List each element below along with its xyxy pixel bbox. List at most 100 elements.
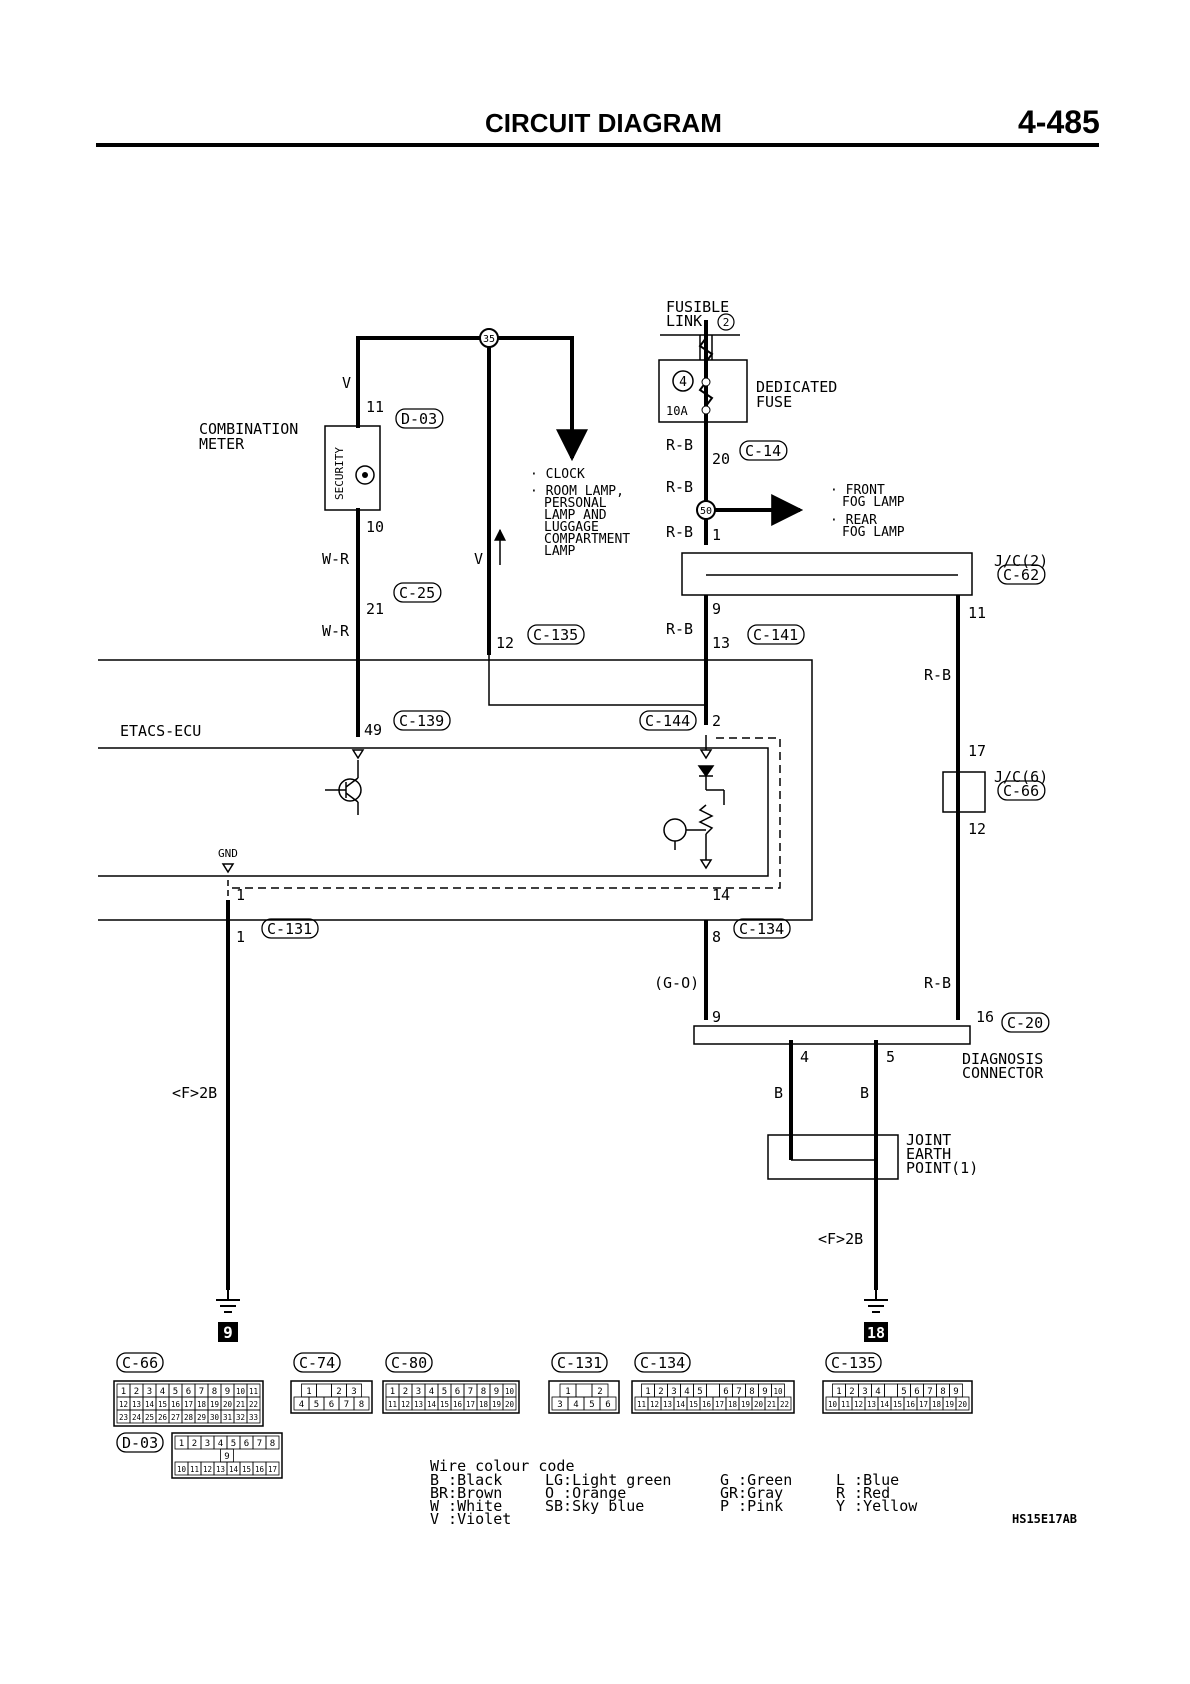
svg-text:18: 18 <box>197 1400 207 1409</box>
svg-text:6: 6 <box>186 1387 191 1397</box>
svg-text:2: 2 <box>597 1387 602 1397</box>
harness-label: <F>2B <box>818 1230 863 1248</box>
pin-number: 5 <box>886 1048 895 1066</box>
svg-text:4: 4 <box>299 1400 304 1410</box>
svg-text:14: 14 <box>145 1400 155 1409</box>
svg-text:11: 11 <box>841 1400 850 1409</box>
svg-text:2: 2 <box>723 316 730 329</box>
svg-text:17: 17 <box>466 1400 475 1409</box>
svg-text:1: 1 <box>565 1387 570 1397</box>
svg-text:4: 4 <box>875 1387 880 1397</box>
wire-color-label: (G-O) <box>654 974 699 992</box>
svg-text:1: 1 <box>390 1387 395 1397</box>
svg-text:7: 7 <box>468 1387 473 1397</box>
gnd-label: GND <box>218 847 238 860</box>
combination-meter-box <box>324 425 381 511</box>
svg-text:C-135: C-135 <box>831 1354 876 1372</box>
pin-number: 8 <box>712 928 721 946</box>
svg-text:15: 15 <box>158 1400 167 1409</box>
svg-text:2: 2 <box>336 1387 341 1397</box>
harness-label: <F>2B <box>172 1084 217 1102</box>
ground-9-badge: 9 <box>218 1322 238 1342</box>
svg-text:C-66: C-66 <box>1003 782 1039 800</box>
splice-35: 35 <box>479 328 499 348</box>
svg-text:13: 13 <box>132 1400 141 1409</box>
wire-color-label: R-B <box>666 478 693 496</box>
connector-pin-cell <box>265 1461 280 1476</box>
svg-text:10: 10 <box>828 1400 838 1409</box>
connector-tag-c134: C-134 <box>733 918 791 939</box>
svg-text:32: 32 <box>236 1413 245 1422</box>
svg-text:C-131: C-131 <box>267 920 312 938</box>
pin-number: 16 <box>976 1008 994 1026</box>
svg-text:8: 8 <box>212 1387 217 1397</box>
svg-text:21: 21 <box>767 1400 776 1409</box>
svg-text:19: 19 <box>741 1400 750 1409</box>
svg-text:31: 31 <box>223 1413 232 1422</box>
svg-text:20: 20 <box>958 1400 968 1409</box>
svg-text:30: 30 <box>210 1413 220 1422</box>
svg-text:29: 29 <box>197 1413 206 1422</box>
svg-text:C-14: C-14 <box>745 442 781 460</box>
pin-number: 9 <box>712 600 721 618</box>
svg-text:50: 50 <box>700 506 712 517</box>
svg-text:13: 13 <box>663 1400 672 1409</box>
svg-text:9: 9 <box>494 1387 499 1397</box>
connector-pin-cell <box>316 1383 332 1398</box>
connector-pin-cell <box>265 1435 280 1450</box>
svg-text:13: 13 <box>414 1400 423 1409</box>
svg-text:9: 9 <box>224 1452 229 1462</box>
wire-color-label: W-R <box>322 622 350 640</box>
svg-text:3: 3 <box>862 1387 867 1397</box>
connector-pin-cell <box>706 1383 720 1398</box>
svg-text:6: 6 <box>329 1400 334 1410</box>
svg-text:19: 19 <box>210 1400 219 1409</box>
svg-text:27: 27 <box>171 1413 180 1422</box>
pin-number: 11 <box>968 604 986 622</box>
svg-text:8: 8 <box>940 1387 945 1397</box>
wire-color-label: W-R <box>322 550 350 568</box>
svg-text:3: 3 <box>147 1387 152 1397</box>
connector-pin-cell <box>502 1396 517 1411</box>
connector-tag-c25: C-25 <box>393 582 442 603</box>
svg-text:C-74: C-74 <box>299 1354 335 1372</box>
svg-text:18: 18 <box>932 1400 942 1409</box>
svg-text:C-134: C-134 <box>739 920 784 938</box>
wire-color-label: R-B <box>924 666 951 684</box>
pin-number: 21 <box>366 600 384 618</box>
pin-number: 4 <box>800 1048 809 1066</box>
svg-text:2: 2 <box>192 1439 197 1449</box>
svg-text:16: 16 <box>255 1465 265 1474</box>
svg-text:C-141: C-141 <box>753 626 798 644</box>
svg-text:9: 9 <box>762 1387 767 1397</box>
svg-text:14: 14 <box>676 1400 686 1409</box>
svg-text:15: 15 <box>440 1400 449 1409</box>
connector-pin-cell <box>955 1396 970 1411</box>
diode-resistor-icon <box>663 765 725 860</box>
svg-text:12: 12 <box>401 1400 410 1409</box>
svg-text:7: 7 <box>199 1387 204 1397</box>
svg-text:C-25: C-25 <box>399 584 435 602</box>
svg-text:18: 18 <box>479 1400 489 1409</box>
svg-text:4: 4 <box>218 1439 223 1449</box>
pin-number: 10 <box>366 518 384 536</box>
connector-tag-c131: C-131 <box>261 918 319 939</box>
svg-text:C-20: C-20 <box>1007 1014 1043 1032</box>
svg-text:10A: 10A <box>666 404 688 418</box>
wire-color-label: V <box>342 374 351 392</box>
svg-text:15: 15 <box>689 1400 698 1409</box>
connector-pin-cell <box>599 1396 617 1411</box>
svg-text:4: 4 <box>429 1387 434 1397</box>
svg-text:20: 20 <box>223 1400 233 1409</box>
svg-text:C-144: C-144 <box>645 712 690 730</box>
svg-text:2: 2 <box>403 1387 408 1397</box>
